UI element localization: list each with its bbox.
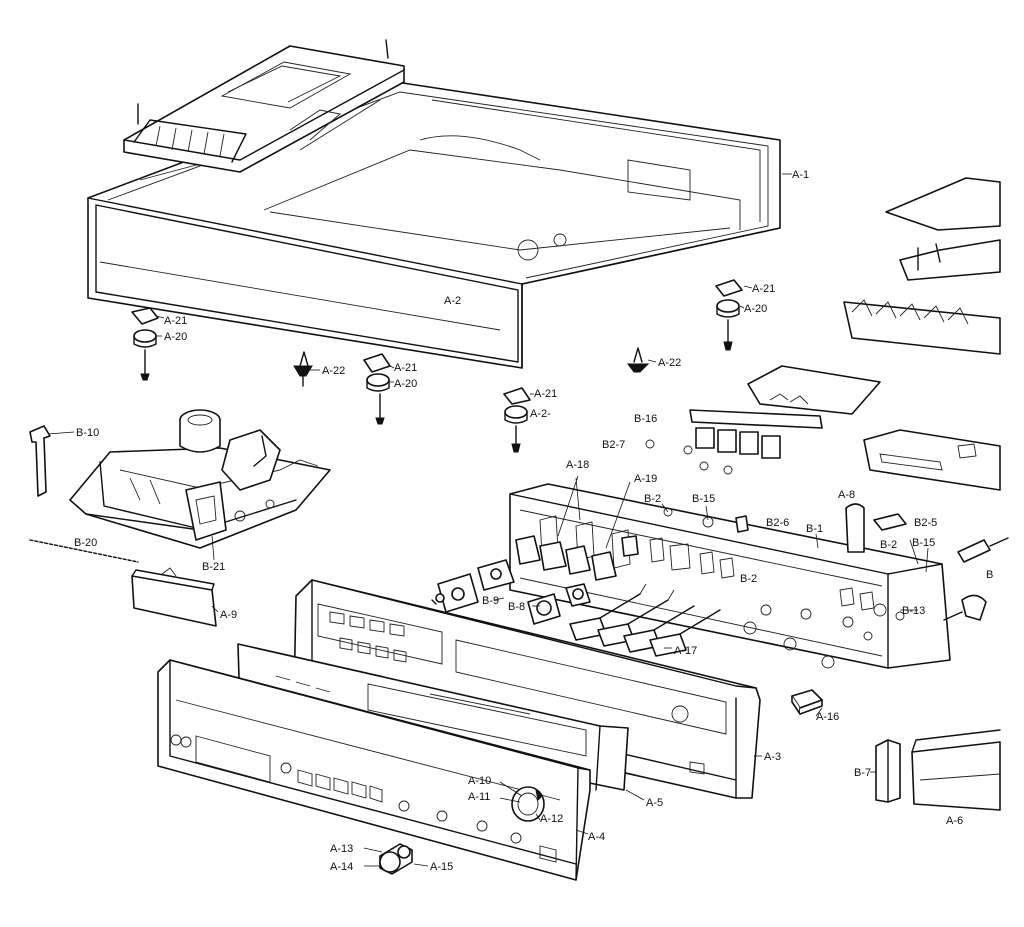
foot-rear-right <box>715 279 743 351</box>
callout-a8: A-8 <box>838 489 855 501</box>
callout-b8: B-8 <box>508 601 525 613</box>
small-knob-a13 <box>379 843 413 875</box>
callout-b15-right: B-15 <box>912 537 935 549</box>
callout-a20-center: A-20 <box>394 378 417 390</box>
callout-a9: A-9 <box>220 609 237 621</box>
callout-b2-5: B2-5 <box>914 517 937 529</box>
callout-b2-board: B-2 <box>740 573 757 585</box>
callout-b15-top: B-15 <box>692 493 715 505</box>
callout-a21-rear: A-21 <box>752 283 775 295</box>
front-panel-a4 <box>157 659 591 881</box>
callout-b10: B-10 <box>76 427 99 439</box>
pcb-far-right <box>885 177 1001 281</box>
callout-a5: A-5 <box>646 797 663 809</box>
callout-a16: A-16 <box>816 711 839 723</box>
callout-a1: A-1 <box>792 169 809 181</box>
block-a16 <box>791 689 823 715</box>
foot-front-right <box>503 387 531 453</box>
pcb-b16-top <box>747 365 881 415</box>
callout-b7: B-7 <box>854 767 871 779</box>
callout-a22-right: A-22 <box>658 357 681 369</box>
bracket-a8 <box>845 503 865 553</box>
callout-a12: A-12 <box>540 813 563 825</box>
callout-a13: A-13 <box>330 843 353 855</box>
callout-a15: A-15 <box>430 861 453 873</box>
callout-a18: A-18 <box>566 459 589 471</box>
callout-b2-6: B2-6 <box>766 517 789 529</box>
screw-a22-left <box>293 351 313 387</box>
part-b7 <box>875 739 901 803</box>
callout-b2-top: B-2 <box>644 493 661 505</box>
callout-labels: A-1 A-2 A-21 A-20 A-21 A-20 A-22 A-21 A-… <box>74 169 993 873</box>
callout-a3: A-3 <box>764 751 781 763</box>
callout-b16: B-16 <box>634 413 657 425</box>
knob-b-right <box>957 537 1009 563</box>
cover-a6 <box>911 729 1001 811</box>
callout-b-edge: B <box>986 569 993 581</box>
callout-a20-left: A-20 <box>164 331 187 343</box>
callout-b20: B-20 <box>74 537 97 549</box>
foot-left <box>131 307 159 381</box>
callout-a21-front: A-21 <box>534 388 557 400</box>
volume-knob-a10 <box>511 786 545 822</box>
jack-b8 <box>527 583 591 625</box>
screw-a22-right <box>627 347 650 373</box>
switch-row-far-right <box>843 299 1001 355</box>
callout-a6: A-6 <box>946 815 963 827</box>
foot-center <box>363 353 391 425</box>
cassette-deck-top <box>123 39 405 173</box>
callout-a17: A-17 <box>674 645 697 657</box>
callout-a22-left: A-22 <box>322 365 345 377</box>
callout-b2-right: B-2 <box>880 539 897 551</box>
callout-a14: A-14 <box>330 861 353 873</box>
plate-b2-5 <box>873 513 907 531</box>
callout-a20-rear: A-20 <box>744 303 767 315</box>
rod-b20 <box>29 539 139 563</box>
callout-a19: A-19 <box>634 473 657 485</box>
callout-a20-front: A-2- <box>530 408 551 420</box>
callout-a21-left: A-21 <box>164 315 187 327</box>
board-right-mid <box>863 429 1001 491</box>
callout-a10: A-10 <box>468 775 491 787</box>
leader-lines <box>47 173 929 867</box>
callout-a11: A-11 <box>468 791 490 803</box>
callout-b21: B-21 <box>202 561 225 573</box>
bracket-b13 <box>943 594 987 621</box>
callout-a21-center: A-21 <box>394 362 417 374</box>
callout-b1: B-1 <box>806 523 823 535</box>
cover-a9 <box>131 567 217 627</box>
callout-b9: B-9 <box>482 595 499 607</box>
callout-b13: B-13 <box>902 605 925 617</box>
jack-b9 <box>431 559 515 613</box>
bracket-b16 <box>645 409 823 475</box>
callout-a2: A-2 <box>444 295 461 307</box>
callout-b2-7: B2-7 <box>602 439 625 451</box>
tape-mechanism-b21 <box>69 409 331 549</box>
connectors-a18-a19 <box>515 535 639 581</box>
callout-a4: A-4 <box>588 831 605 843</box>
bracket-b10 <box>29 425 51 497</box>
switch-row-a17 <box>569 583 721 657</box>
